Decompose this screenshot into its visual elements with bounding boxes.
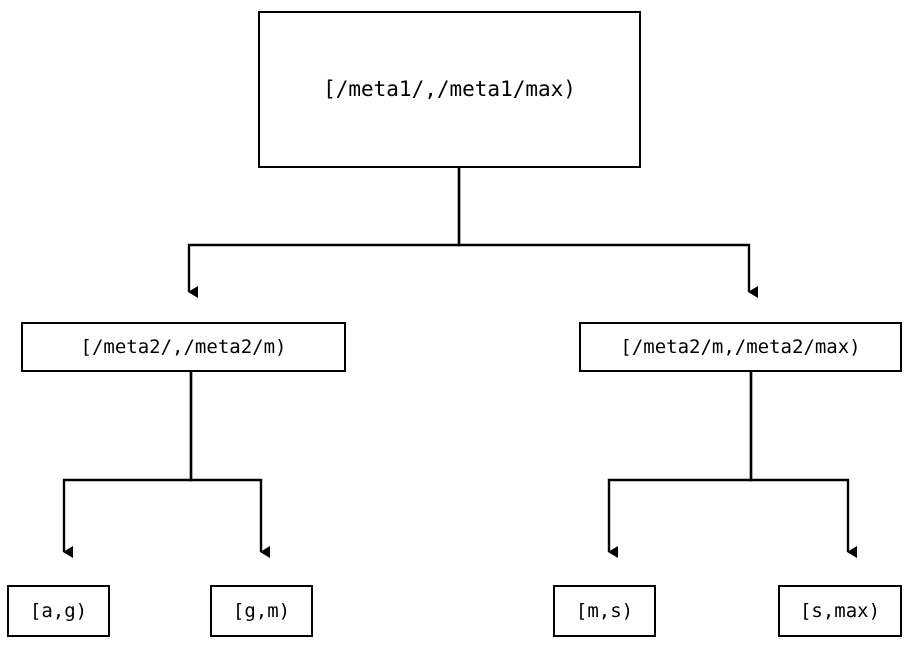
tree-node-mid-right: [/meta2/m,/meta2/max) [579,322,902,372]
tree-node-root: [/meta1/,/meta1/max) [258,11,641,168]
tree-node-leaf-smax-label: [s,max) [799,599,881,622]
tree-node-leaf-gm: [g,m) [210,585,313,637]
edge-mid-left-to-leaf-ag [62,372,193,558]
tree-node-root-label: [/meta1/,/meta1/max) [323,77,576,101]
tree-node-leaf-ms-label: [m,s) [575,599,634,622]
tree-node-leaf-ms: [m,s) [553,585,656,637]
tree-node-mid-right-label: [/meta2/m,/meta2/max) [620,335,861,358]
edge-mid-right-to-leaf-ms [607,372,753,558]
edge-mid-right-to-leaf-smax [749,372,857,558]
tree-node-leaf-ag: [a,g) [7,585,110,637]
tree-node-mid-left: [/meta2/,/meta2/m) [21,322,346,372]
tree-node-leaf-ag-label: [a,g) [29,599,88,622]
edge-mid-left-to-leaf-gm [189,372,270,558]
tree-node-leaf-gm-label: [g,m) [232,599,291,622]
edge-root-to-mid-left [187,168,461,298]
tree-node-mid-left-label: [/meta2/,/meta2/m) [80,335,287,358]
edge-root-to-mid-right [457,168,758,298]
tree-node-leaf-smax: [s,max) [778,585,902,637]
